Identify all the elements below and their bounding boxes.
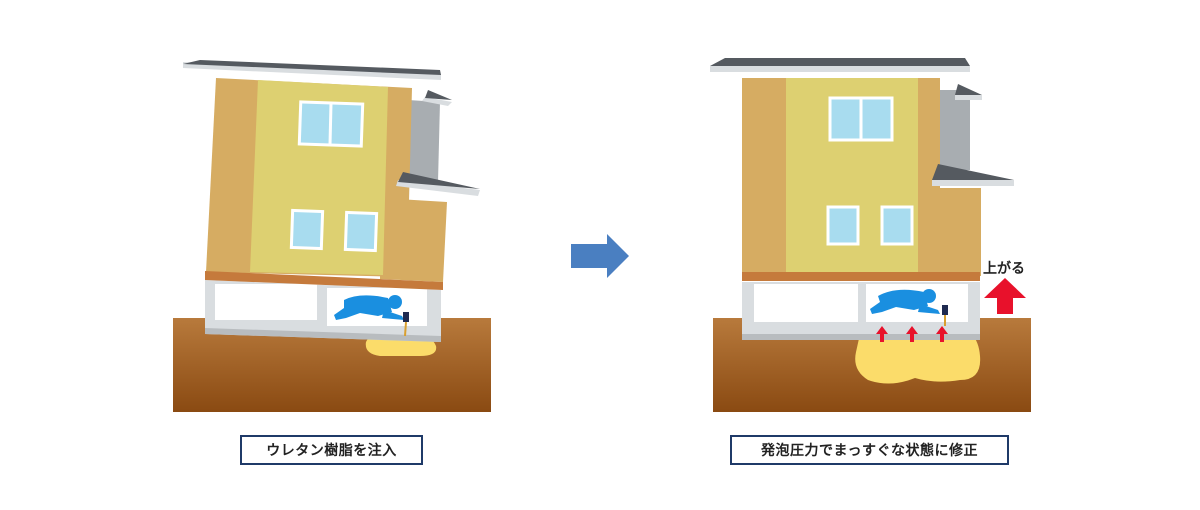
right-floor-band [742, 272, 980, 281]
left-house [183, 60, 480, 342]
caption-corrected: 発泡圧力でまっすぐな状態に修正 [730, 435, 1009, 465]
lift-arrow-icon [984, 278, 1026, 314]
pressure-arrow-icon [906, 326, 918, 342]
right-house [710, 58, 1014, 340]
worker-icon [334, 295, 404, 320]
right-side-roof [932, 180, 1014, 186]
pressure-arrow-icon [936, 326, 948, 342]
left-side-roof [396, 180, 480, 196]
pressure-arrow-icon [876, 326, 888, 342]
pressure-arrows [876, 326, 948, 342]
caption-inject-resin: ウレタン樹脂を注入 [240, 435, 423, 465]
right-main-roof [710, 66, 970, 72]
left-floor-band [205, 271, 443, 290]
worker-icon [870, 289, 940, 314]
right-panel [710, 58, 1031, 412]
flow-arrow-icon [571, 234, 629, 278]
left-panel [173, 60, 491, 412]
lift-label: 上がる [983, 261, 1025, 277]
